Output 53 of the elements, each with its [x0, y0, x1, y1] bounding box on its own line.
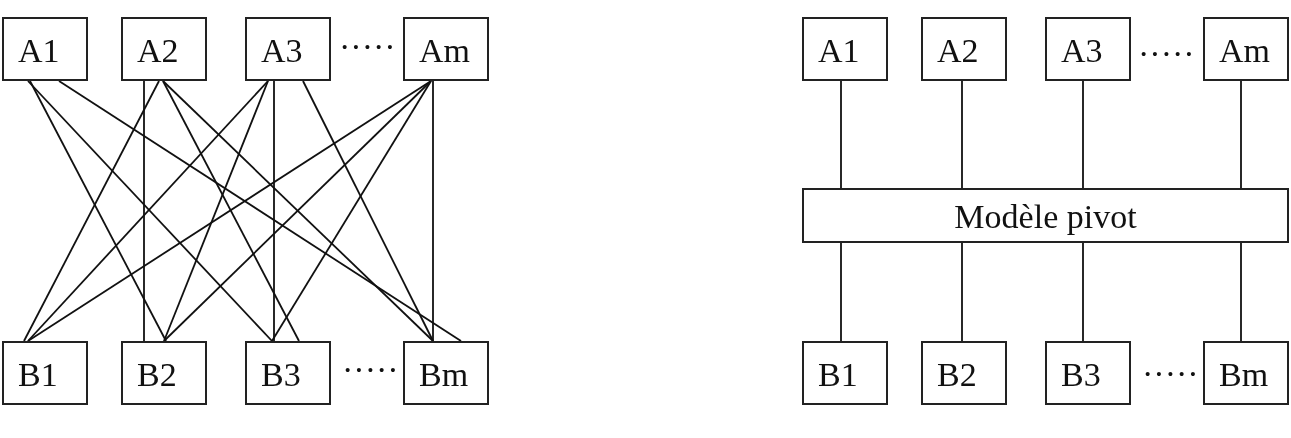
node-box: [121, 17, 207, 81]
connector-line: [1082, 242, 1084, 342]
node-box: [1203, 341, 1289, 405]
ellipsis-dots: ·····: [1142, 357, 1199, 391]
node-box: [802, 341, 888, 405]
node-box: [403, 341, 489, 405]
node-label: B3: [1061, 357, 1101, 392]
connector-line: [143, 80, 145, 342]
node-label: B2: [137, 357, 177, 392]
node-label: A2: [937, 33, 979, 68]
connector-line: [961, 242, 963, 342]
connector-line: [163, 80, 269, 342]
pivot-model-box: [802, 188, 1289, 243]
connector-line: [162, 80, 300, 342]
node-box: [921, 341, 1007, 405]
connector-line: [302, 80, 434, 342]
node-box: [245, 341, 331, 405]
node-label: A2: [137, 33, 179, 68]
node-box: [121, 341, 207, 405]
ellipsis-dots: ·····: [342, 353, 399, 387]
connector-line: [1082, 80, 1084, 189]
connector-line: [1240, 80, 1242, 189]
node-label: A3: [1061, 33, 1103, 68]
node-label: B1: [18, 357, 58, 392]
node-box: [403, 17, 489, 81]
connector-line: [432, 80, 434, 342]
node-label: Modèle pivot: [954, 200, 1137, 234]
node-label: Am: [419, 33, 470, 68]
node-box: [1203, 17, 1289, 81]
connector-line: [1240, 242, 1242, 342]
ellipsis-dots: ·····: [1138, 37, 1195, 71]
node-label: A1: [18, 33, 60, 68]
connector-line: [840, 242, 842, 342]
node-label: B1: [818, 357, 858, 392]
node-box: [1045, 341, 1131, 405]
node-label: Bm: [419, 357, 469, 392]
connector-line: [273, 80, 275, 342]
node-box: [1045, 17, 1131, 81]
node-box: [2, 341, 88, 405]
node-label: A3: [261, 33, 303, 68]
node-box: [802, 17, 888, 81]
connector-line: [961, 80, 963, 189]
node-box: [245, 17, 331, 81]
connector-line: [271, 80, 432, 342]
node-label: A1: [818, 33, 860, 68]
connector-line: [840, 80, 842, 189]
ellipsis-dots: ·····: [339, 30, 396, 64]
node-box: [2, 17, 88, 81]
node-box: [921, 17, 1007, 81]
node-label: Bm: [1219, 357, 1269, 392]
node-label: B3: [261, 357, 301, 392]
node-label: Am: [1219, 33, 1270, 68]
node-label: B2: [937, 357, 977, 392]
